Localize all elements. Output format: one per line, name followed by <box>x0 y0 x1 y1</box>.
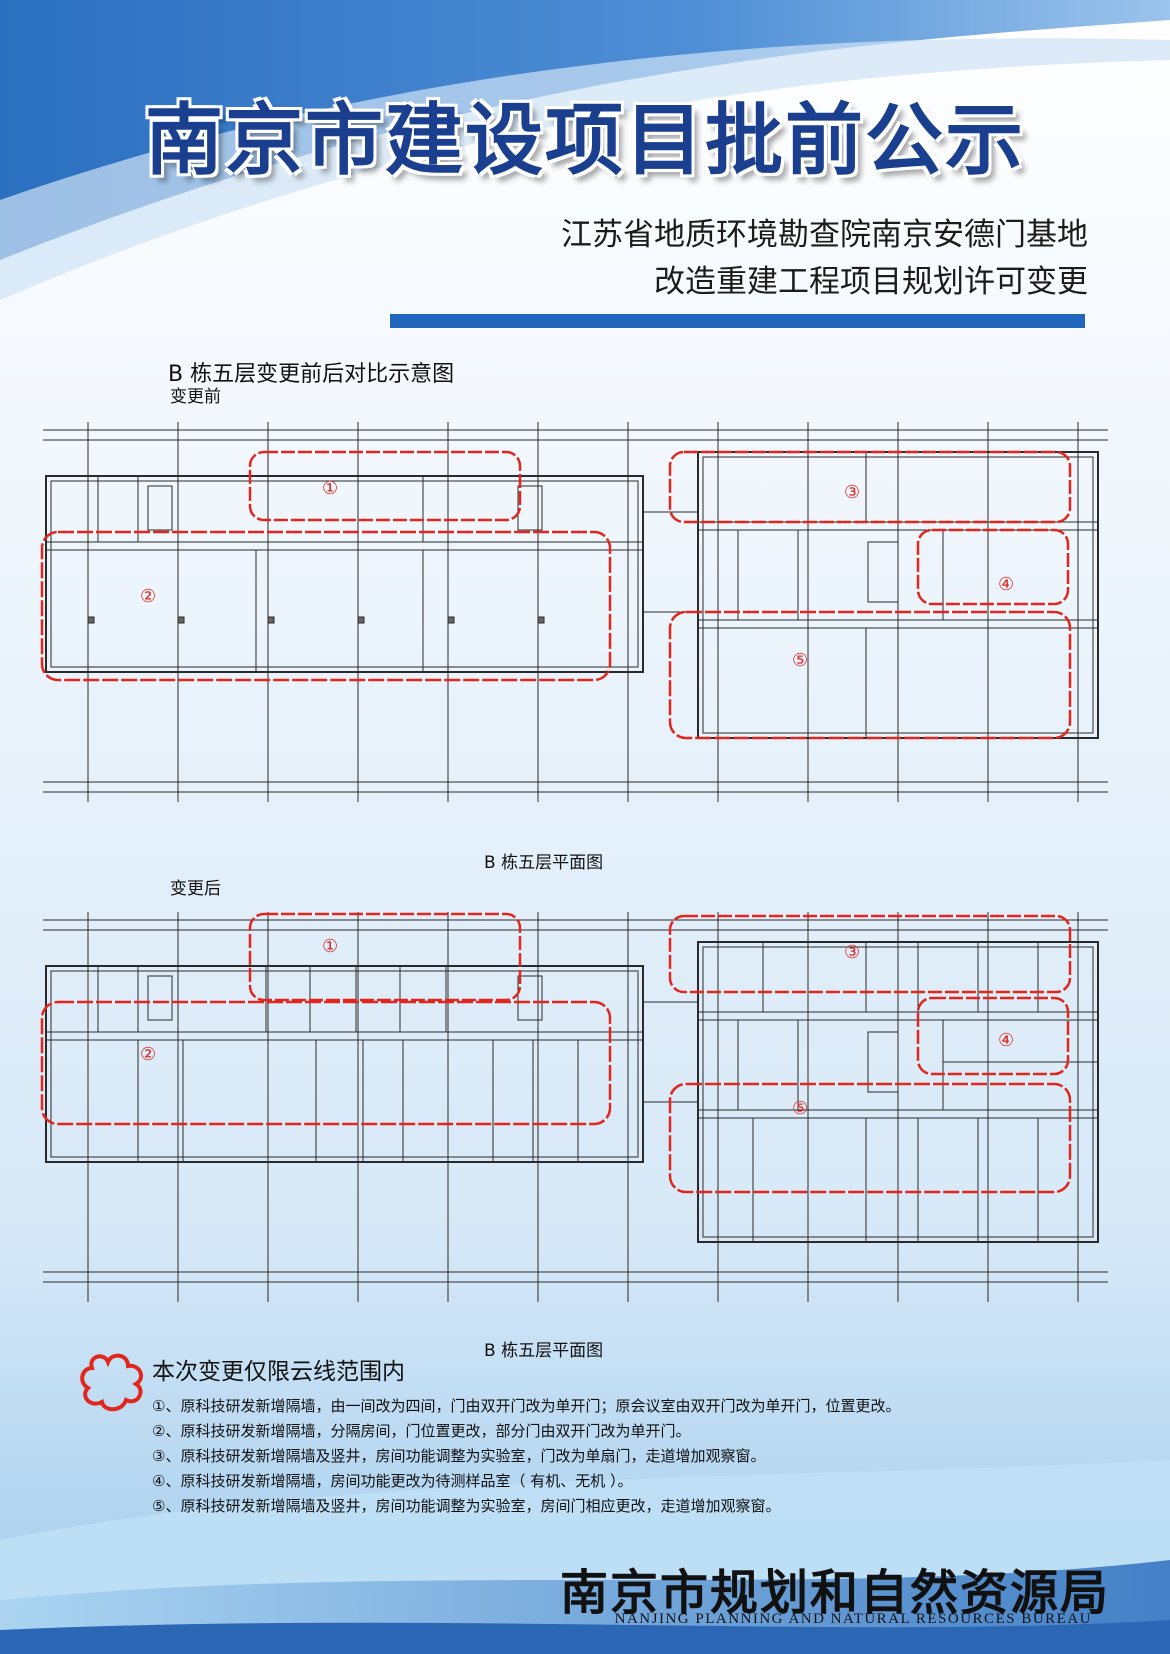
before-caption: B 栋五层平面图 <box>484 853 604 873</box>
issuer-name: 南京市规划和自然资源局 <box>559 1565 1110 1621</box>
after-label: 变更后 <box>170 879 221 899</box>
floor-plan-before: ① ② ③ ④ ⑤ <box>38 412 1118 812</box>
zone-2-marker-after: ② <box>140 1044 156 1065</box>
zone-4-marker: ④ <box>998 574 1014 595</box>
revision-cloud-icon <box>80 1353 144 1412</box>
zone-5-marker-after: ⑤ <box>792 1098 808 1119</box>
zone-3-marker-after: ③ <box>844 942 860 963</box>
zone-2-marker: ② <box>140 586 156 607</box>
after-caption: B 栋五层平面图 <box>484 1341 604 1361</box>
floor-plan-after: ① ② ③ ④ ⑤ <box>38 902 1118 1312</box>
zone-1-marker-after: ① <box>322 936 338 957</box>
note-item: ④、原科技研发新增隔墙，房间功能更改为待测样品室（ 有机、无机 ）。 <box>152 1472 633 1490</box>
change-notes: 本次变更仅限云线范围内 ①、原科技研发新增隔墙，由一间改为四间，门由双开门改为单… <box>152 1352 900 1519</box>
before-label: 变更前 <box>170 387 221 407</box>
zone-1-marker: ① <box>322 478 338 499</box>
zone-4-marker-after: ④ <box>998 1030 1014 1051</box>
zone-5-marker: ⑤ <box>792 650 808 671</box>
subtitle-line-1: 江苏省地质环境勘查院南京安德门基地 <box>561 217 1088 253</box>
accent-bar <box>390 314 1085 328</box>
drawing-heading: B 栋五层变更前后对比示意图 <box>168 362 455 387</box>
note-item: ⑤、原科技研发新增隔墙及竖井，房间功能调整为实验室，房间门相应更改，走道增加观察… <box>152 1497 781 1515</box>
page-title: 南京市建设项目批前公示 <box>144 95 1025 186</box>
project-subtitle: 江苏省地质环境勘查院南京安德门基地 改造重建工程项目规划许可变更 <box>561 212 1088 306</box>
note-item: ③、原科技研发新增隔墙及竖井，房间功能调整为实验室，门改为单扇门，走道增加观察窗… <box>152 1447 766 1465</box>
issuer-name-english: NANJING PLANNING AND NATURAL RESOURCES B… <box>614 1611 1092 1627</box>
zone-3-marker: ③ <box>844 482 860 503</box>
note-item: ②、原科技研发新增隔墙，分隔房间，门位置更改，部分门由双开门改为单开门。 <box>152 1422 691 1440</box>
note-item: ①、原科技研发新增隔墙，由一间改为四间，门由双开门改为单开门；原会议室由双开门改… <box>152 1397 901 1415</box>
notes-title: 本次变更仅限云线范围内 <box>152 1359 405 1385</box>
subtitle-line-2: 改造重建工程项目规划许可变更 <box>654 264 1088 300</box>
